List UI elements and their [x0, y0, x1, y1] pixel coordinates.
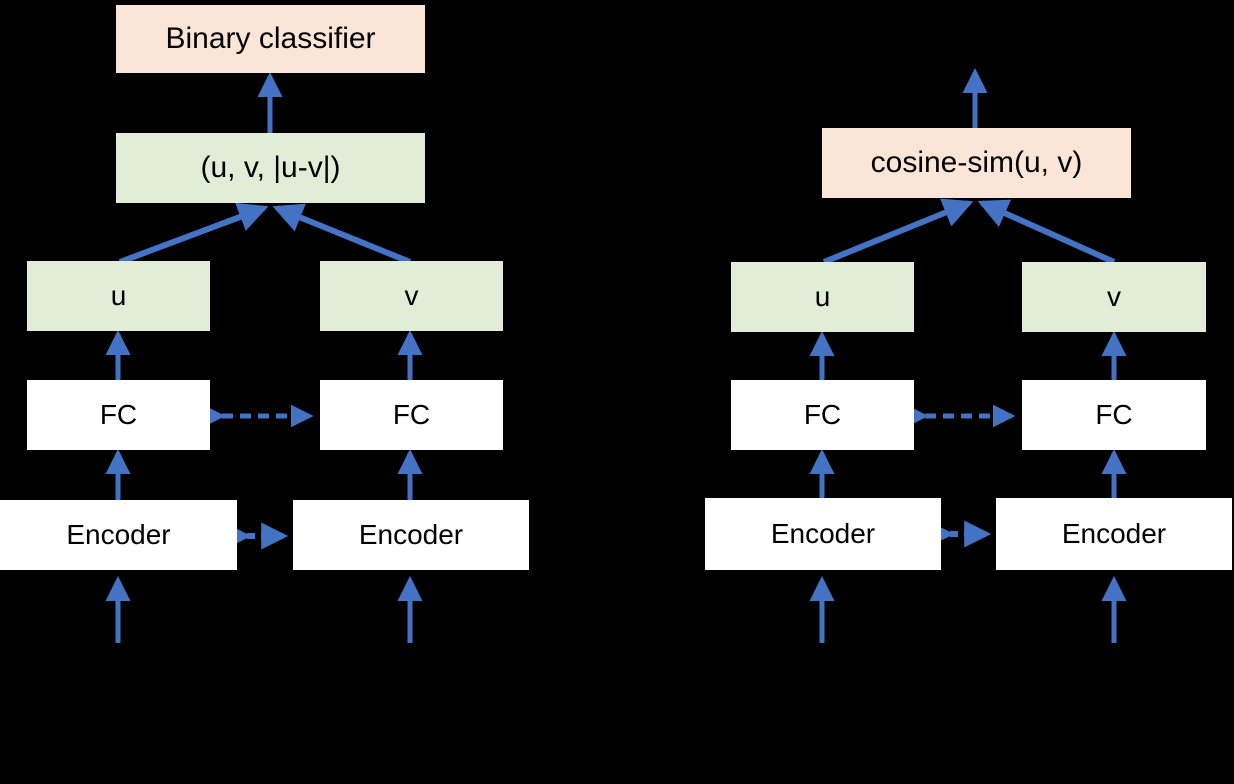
node-fc-left-2[interactable]: FC [320, 380, 503, 450]
node-fc-right-1[interactable]: FC [731, 380, 914, 450]
node-fc-right-2[interactable]: FC [1022, 380, 1206, 450]
node-embedding-u-left[interactable]: u [27, 261, 210, 331]
node-binary-classifier[interactable]: Binary classifier [116, 5, 425, 73]
edge-u-to-cosine-right [822, 198, 974, 265]
node-embedding-v-right[interactable]: v [1022, 262, 1206, 332]
edge-u-to-concat-left [118, 202, 269, 265]
node-embedding-u-right[interactable]: u [731, 262, 914, 332]
node-cosine-similarity[interactable]: cosine-sim(u, v) [822, 128, 1131, 198]
node-encoder-left-1[interactable]: Encoder [0, 500, 237, 570]
edge-v-to-cosine-right [977, 199, 1116, 265]
node-concat-features[interactable]: (u, v, |u-v|) [116, 133, 425, 203]
node-embedding-v-left[interactable]: v [320, 261, 503, 331]
edge-v-to-concat-left [272, 203, 412, 265]
node-fc-left-1[interactable]: FC [27, 380, 210, 450]
node-encoder-right-1[interactable]: Encoder [705, 498, 941, 570]
node-encoder-left-2[interactable]: Encoder [293, 500, 529, 570]
node-encoder-right-2[interactable]: Encoder [996, 498, 1232, 570]
